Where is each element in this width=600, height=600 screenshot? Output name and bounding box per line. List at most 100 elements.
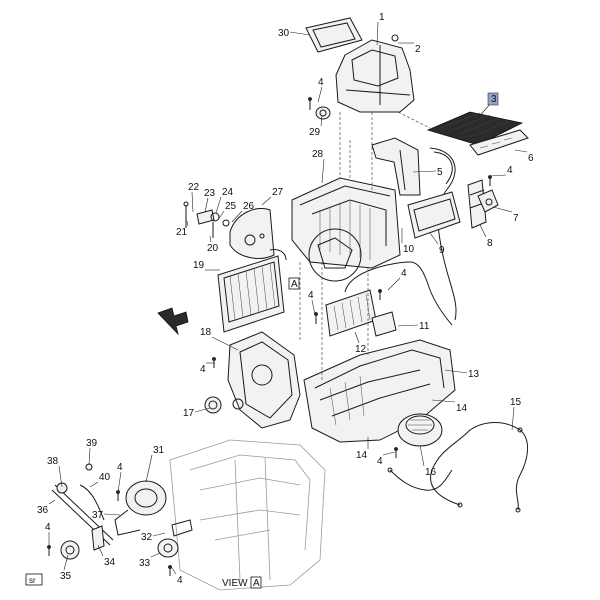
- leader-line: [431, 399, 456, 403]
- callout-c32: 32: [141, 532, 166, 543]
- view-marker-box: [250, 576, 262, 589]
- leader-line: [511, 406, 515, 431]
- leader-line: [376, 21, 379, 46]
- part-32-33-actuator: [157, 519, 193, 558]
- part-27-panel: [229, 208, 275, 259]
- leader-line: [186, 220, 189, 227]
- callout-c14a: 14: [431, 399, 468, 414]
- callout-number: 4: [377, 456, 383, 467]
- leader-line: [194, 407, 211, 413]
- leader-line: [89, 481, 99, 488]
- background-dash-structure: [169, 439, 326, 591]
- part-29-actuator: [315, 106, 331, 120]
- callout-c6: 6: [514, 149, 534, 164]
- callout-c26: 26: [231, 201, 255, 223]
- callout-c24: 24: [215, 187, 234, 214]
- callout-number: 11: [419, 321, 430, 332]
- part-15-wiring-harness: [387, 422, 528, 513]
- callout-number: 29: [309, 127, 321, 138]
- callout-c20: 20: [207, 235, 219, 254]
- callout-number: 2: [415, 44, 421, 55]
- part-35-knob: [60, 540, 80, 560]
- callout-c7: 7: [492, 206, 519, 224]
- leader-line: [58, 465, 63, 488]
- callout-c4a: 4: [317, 77, 324, 103]
- view-label: VIEW A: [222, 576, 262, 589]
- part-34-bracket: [91, 525, 105, 551]
- leader-line: [204, 197, 209, 213]
- callout-number: 4: [45, 522, 51, 533]
- callout-number: 6: [528, 153, 534, 164]
- callout-number: 15: [510, 397, 522, 408]
- leader-line: [477, 103, 491, 119]
- callout-number: 4: [401, 268, 407, 279]
- callout-number: 40: [99, 472, 111, 483]
- part-16-blower-motor: [397, 413, 443, 447]
- leader-line: [412, 170, 437, 173]
- callout-number: 31: [153, 445, 165, 456]
- part-7-actuator: [477, 189, 499, 213]
- leader-line: [514, 149, 528, 153]
- callout-c17: 17: [183, 407, 211, 419]
- callout-c16: 16: [419, 444, 437, 478]
- callout-c39: 39: [86, 438, 98, 466]
- callout-c9: 9: [429, 232, 445, 256]
- leader-line: [354, 331, 360, 344]
- callout-number: 4: [318, 77, 324, 88]
- callout-number: 36: [37, 505, 49, 516]
- callout-c4d: 4: [387, 268, 407, 291]
- callout-c36: 36: [37, 499, 56, 516]
- leader-line: [150, 552, 161, 558]
- callout-number: 17: [183, 408, 195, 419]
- leader-line: [479, 224, 487, 238]
- callout-number: 23: [204, 188, 216, 199]
- leader-line: [311, 299, 316, 316]
- callout-c37: 37: [92, 510, 121, 521]
- leader-line: [191, 191, 194, 213]
- corner-tag: sr: [25, 573, 43, 586]
- leader-line: [88, 447, 91, 466]
- part-36-38-40-linkage: [51, 463, 114, 546]
- callout-c22: 22: [188, 182, 200, 213]
- callout-number: 20: [207, 243, 219, 254]
- callout-c18: 18: [200, 327, 239, 351]
- part-1-upper-case: [335, 34, 415, 113]
- callout-number: 27: [272, 187, 284, 198]
- callout-c8: 8: [479, 224, 493, 249]
- callout-number: A: [291, 279, 298, 290]
- leader-line: [217, 210, 225, 221]
- callout-c4b: 4: [489, 165, 513, 177]
- callout-c35: 35: [60, 554, 72, 582]
- part-11-bracket: [371, 311, 397, 337]
- leader-line: [152, 532, 166, 537]
- callout-c15: 15: [510, 397, 522, 431]
- callout-c25: 25: [217, 201, 237, 221]
- callout-number: 22: [188, 182, 200, 193]
- leader-line: [169, 564, 177, 575]
- part-17-grommet: [204, 396, 222, 414]
- screw-icons: [47, 97, 492, 576]
- callout-c40: 40: [89, 472, 111, 488]
- leader-line: [231, 210, 243, 223]
- leader-line: [419, 444, 425, 467]
- callout-c23: 23: [204, 188, 216, 213]
- part-28-main-case: [291, 177, 401, 282]
- callout-number: 14: [456, 403, 468, 414]
- callout-c4g: 4: [117, 462, 123, 493]
- part-20-26-hardware: [183, 201, 230, 238]
- leader-line: [321, 158, 325, 184]
- leader-line: [145, 454, 153, 483]
- callout-c5: 5: [412, 167, 443, 178]
- part-30-gasket: [305, 17, 363, 53]
- callout-number: 1: [379, 12, 385, 23]
- callout-c13: 13: [444, 369, 480, 380]
- callout-number: 7: [513, 213, 519, 224]
- part-9-core: [407, 191, 461, 239]
- callout-c34: 34: [97, 544, 116, 568]
- callout-number: 13: [468, 369, 480, 380]
- callout-number: 32: [141, 532, 153, 543]
- callout-highlight-box: [487, 92, 499, 106]
- callout-c27: 27: [261, 187, 284, 206]
- callout-number: 5: [437, 167, 443, 178]
